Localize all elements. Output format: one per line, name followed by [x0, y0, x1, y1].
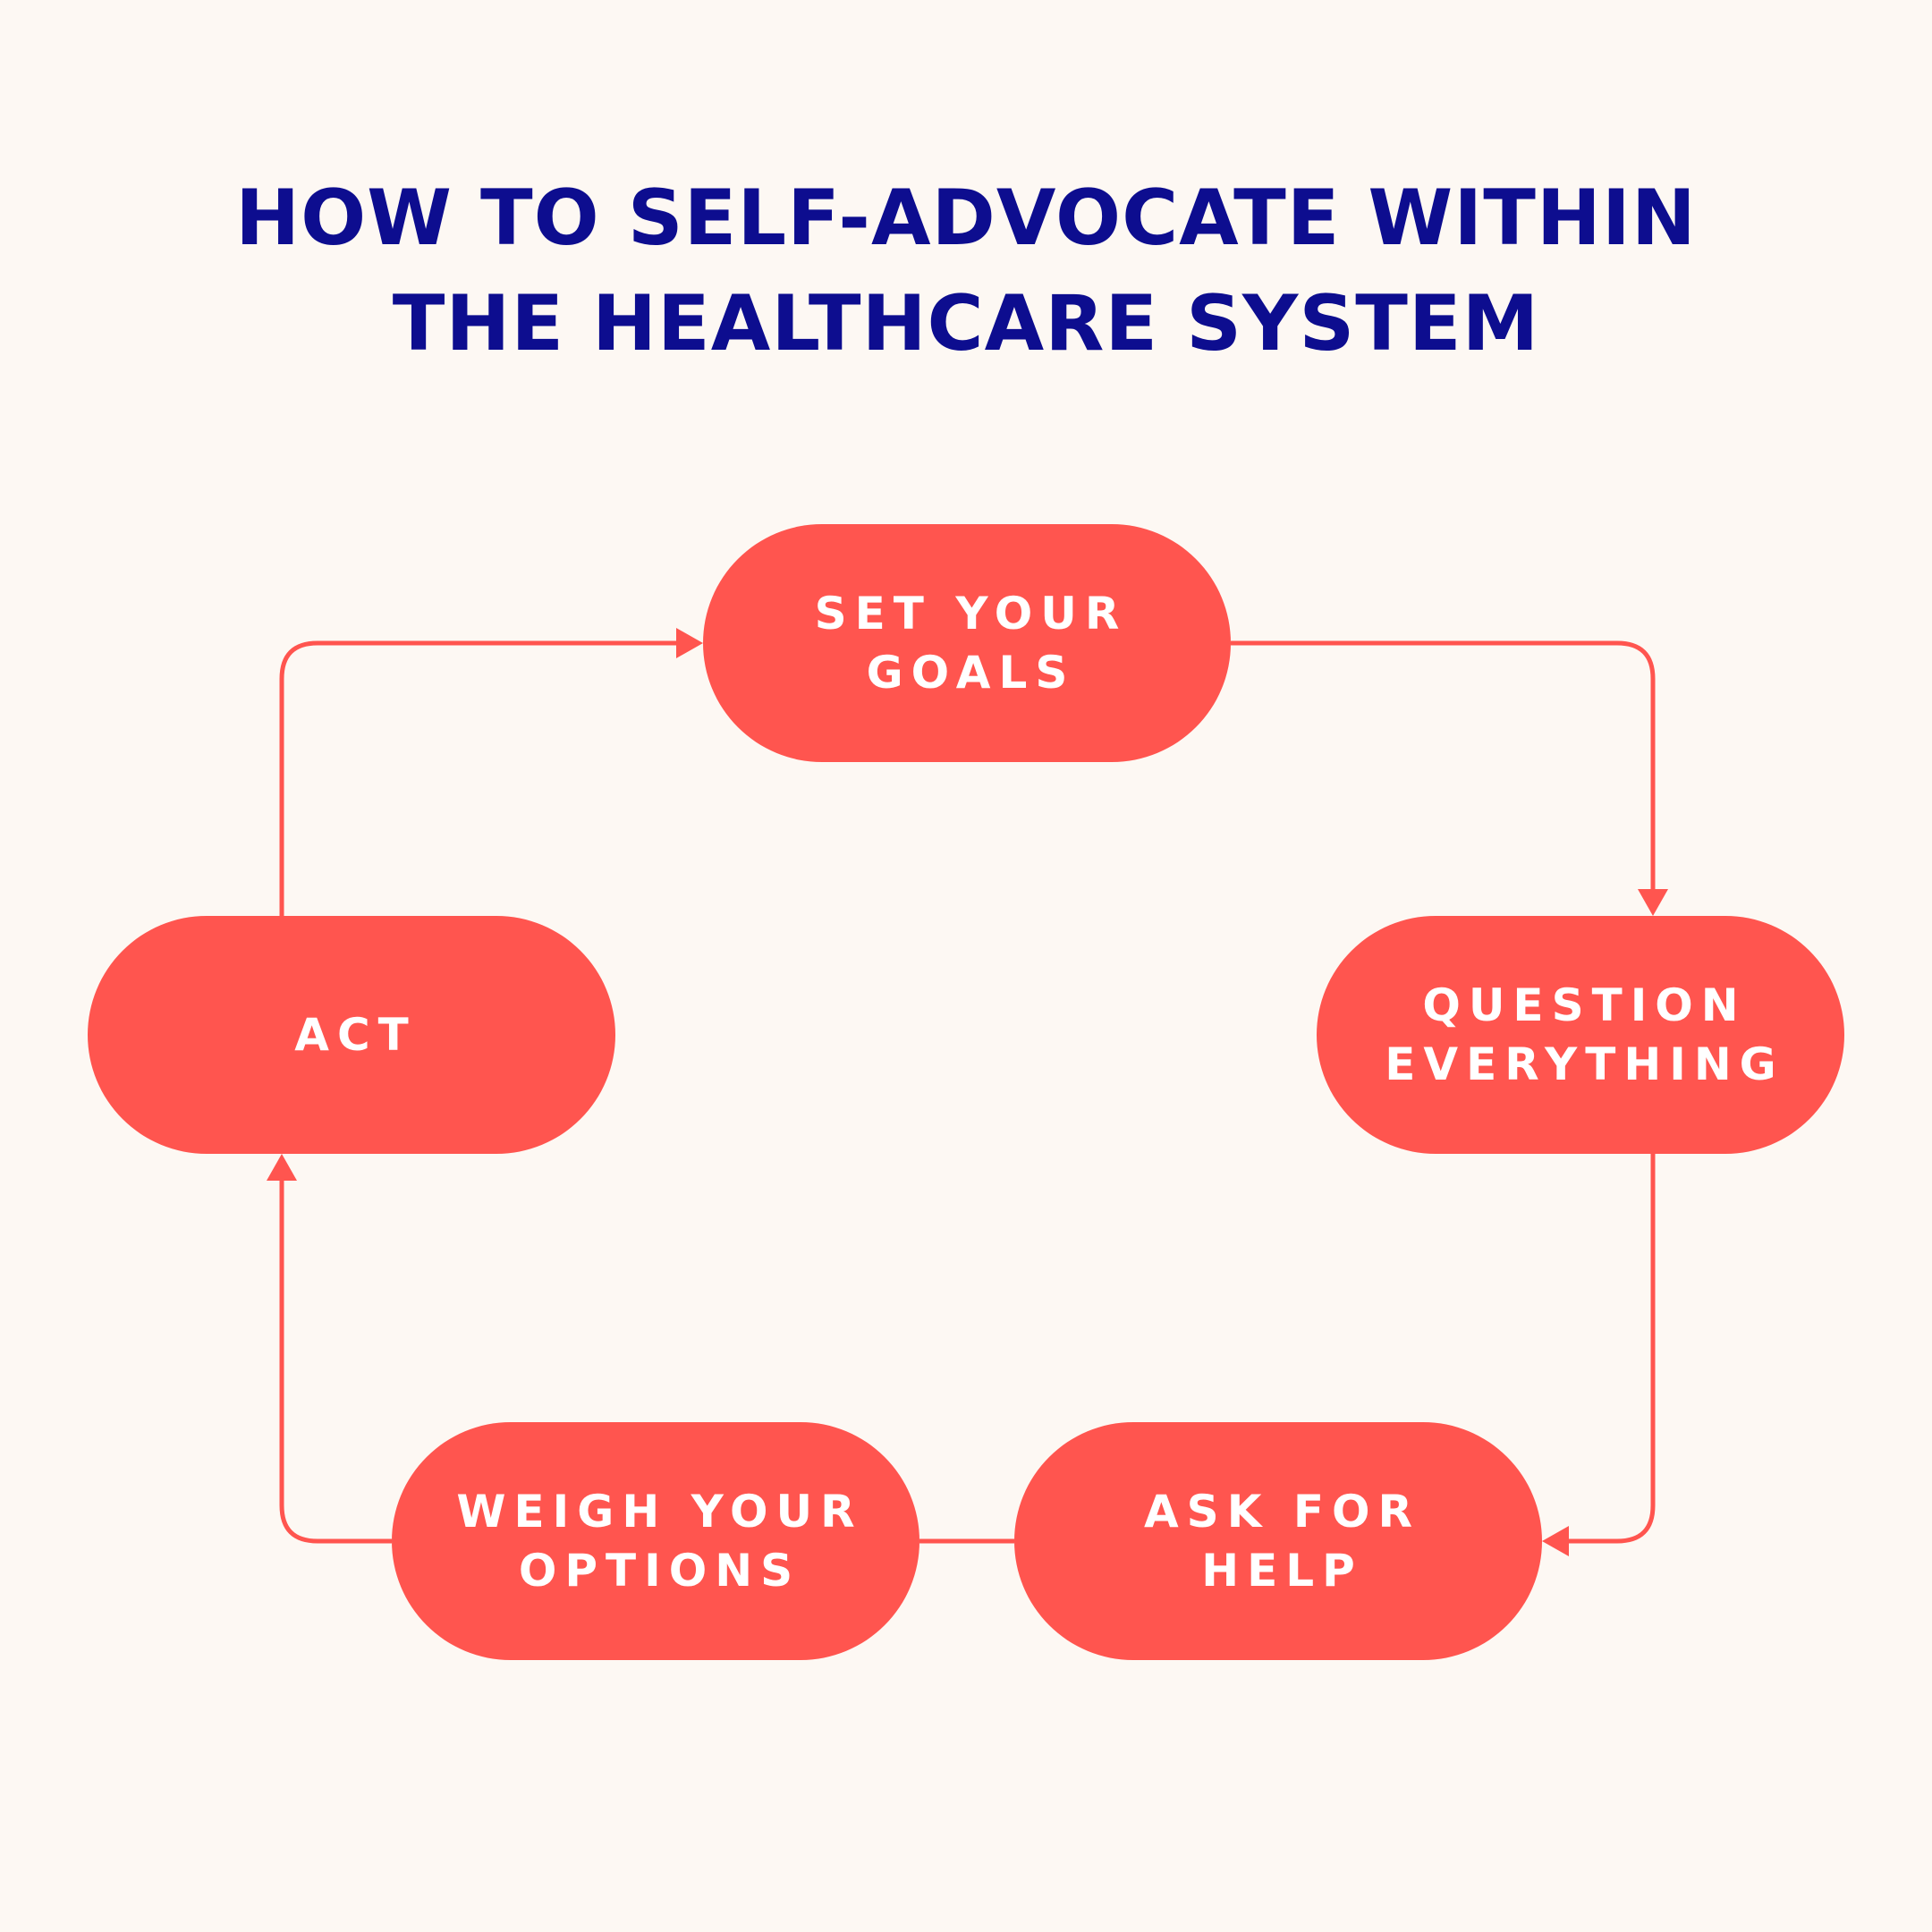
arrowhead-into-set-goals [676, 628, 703, 658]
arrowhead-into-ask-help [1542, 1526, 1569, 1556]
step-ask-for-help: ASK FOR HELP [1014, 1422, 1542, 1660]
step-label: WEIGH YOUR OPTIONS [456, 1486, 863, 1597]
step-set-your-goals: SET YOUR GOALS [703, 524, 1231, 762]
arrowhead-into-question [1638, 889, 1668, 916]
connector-goals-to-question [1231, 640, 1656, 891]
step-label: ACT [294, 1009, 417, 1061]
step-label: ASK FOR HELP [1143, 1486, 1421, 1597]
connector-question-to-ask [1567, 1154, 1656, 1544]
step-question-everything: QUESTION EVERYTHING [1317, 916, 1844, 1154]
title-line-1: HOW TO SELF-ADVOCATE WITHIN [235, 174, 1697, 263]
step-label: SET YOUR GOALS [814, 588, 1128, 699]
step-act: ACT [88, 916, 615, 1154]
title-line-2: THE HEALTHCARE SYSTEM [392, 279, 1540, 369]
connector-act-to-goals [279, 640, 678, 916]
step-label: QUESTION EVERYTHING [1385, 979, 1784, 1090]
step-weigh-your-options: WEIGH YOUR OPTIONS [392, 1422, 919, 1660]
page-title: HOW TO SELF-ADVOCATE WITHIN THE HEALTHCA… [0, 165, 1932, 377]
connector-weigh-to-act [279, 1179, 392, 1544]
arrowhead-into-act [267, 1154, 297, 1181]
